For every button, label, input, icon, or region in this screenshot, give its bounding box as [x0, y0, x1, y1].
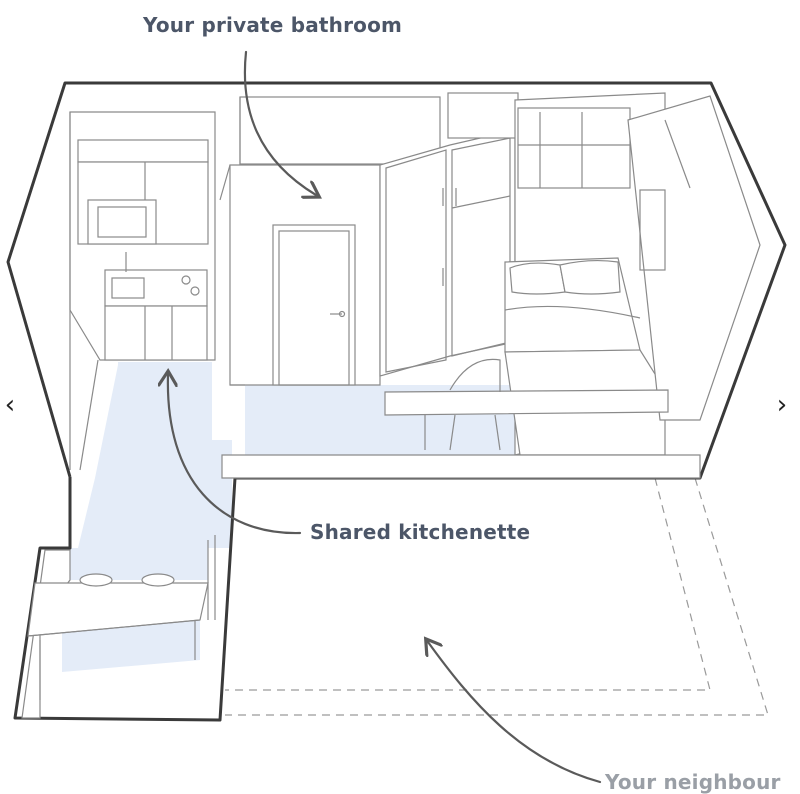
neighbour-label: Your neighbour — [605, 770, 781, 794]
front-wall — [221, 454, 701, 479]
dining-floor — [62, 620, 200, 672]
arrow-icon — [243, 50, 316, 195]
chevron-right-icon[interactable]: › — [770, 388, 794, 422]
dining-area — [21, 535, 216, 719]
kitchenette-label: Shared kitchenette — [310, 520, 531, 544]
neighbour-room — [225, 477, 769, 716]
bathroom-label: Your private bathroom — [143, 13, 403, 37]
bathroom-block — [219, 96, 441, 386]
arrow-icon — [428, 642, 602, 784]
arrow-icon — [168, 375, 302, 535]
chevron-left-icon[interactable]: ‹ — [0, 388, 22, 422]
kitchen-floor — [62, 362, 232, 580]
arrows — [168, 50, 602, 784]
kitchen-block — [69, 111, 216, 471]
bedroom-block — [384, 92, 761, 456]
